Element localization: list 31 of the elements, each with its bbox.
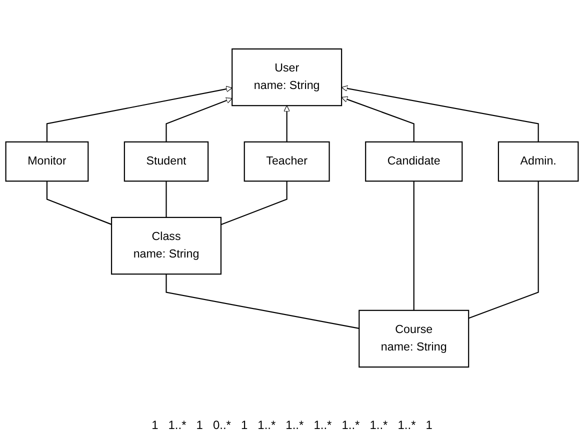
multiplicity-label: 1	[152, 418, 158, 432]
arrow	[341, 85, 539, 142]
connector	[413, 181, 414, 310]
node-box: Course name: String	[358, 310, 470, 368]
node-box: Student	[124, 141, 209, 182]
multiplicity-label: 0..*	[212, 418, 231, 432]
connector	[166, 181, 167, 218]
arrow	[166, 97, 232, 142]
arrow	[284, 105, 290, 142]
multiplicity-label: 1..*	[258, 418, 276, 432]
multiplicity-label: 1..*	[314, 418, 332, 432]
multiplicity-label: 1	[240, 418, 248, 432]
arrow	[46, 86, 232, 142]
node-box: Class name: String	[110, 216, 222, 275]
multiplicity-label: 1..*	[286, 418, 304, 432]
connector	[166, 274, 360, 329]
connector	[220, 181, 288, 226]
node-box: Candidate	[365, 141, 463, 182]
multiplicity-label: 1..*	[370, 418, 388, 432]
node-box: Teacher	[244, 141, 330, 182]
arrow	[341, 96, 414, 142]
node-box: Monitor	[5, 141, 89, 182]
multiplicity-label: 1..*	[398, 418, 416, 432]
connector	[468, 181, 539, 319]
multiplicity-label: 1..*	[168, 418, 186, 432]
node-box: Admin.	[498, 141, 579, 182]
multiplicity-label: 1..*	[342, 418, 360, 432]
multiplicity-label: 1	[426, 418, 432, 432]
multiplicity-label: 1	[196, 418, 203, 432]
node-box: User name: String	[232, 48, 342, 106]
connector	[46, 181, 112, 225]
